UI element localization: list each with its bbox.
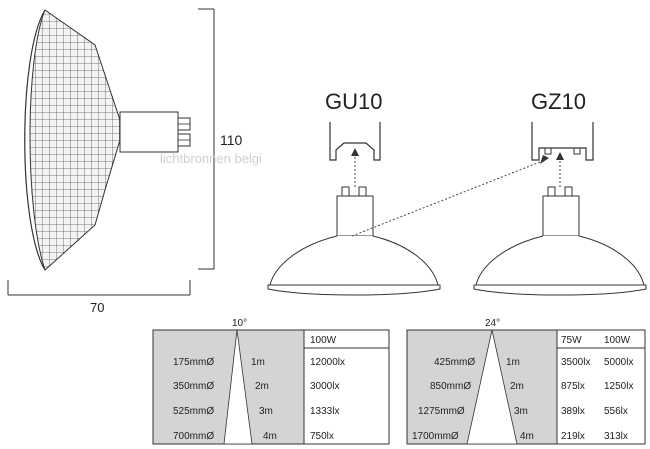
- lux-24-0-b: 5000lx: [604, 357, 633, 368]
- distance-10-3: 4m: [263, 431, 277, 442]
- distance-10-0: 1m: [251, 357, 265, 368]
- lux-10-1: 3000lx: [310, 381, 339, 392]
- distance-24-3: 4m: [520, 431, 534, 442]
- height-dimension: [198, 8, 215, 270]
- diameter-24-2: 1275mmØ: [418, 406, 465, 417]
- distance-10-1: 2m: [255, 381, 269, 392]
- width-dimension: [7, 280, 191, 296]
- lux-24-3-b: 313lx: [604, 431, 628, 442]
- gz10-socket-icon: [531, 122, 594, 161]
- header-10-0: 100W: [310, 335, 337, 346]
- angle-label-10: 10°: [232, 318, 247, 329]
- gu10-socket-icon: [329, 122, 381, 161]
- lux-24-2-b: 556lx: [604, 406, 628, 417]
- beam-table-10: 10° 100W 175mmØ 1m 12000lx 350mmØ 2m 300…: [152, 318, 390, 445]
- watermark: lichtbronnen belgi: [160, 151, 262, 166]
- lux-24-1-a: 875lx: [561, 381, 585, 392]
- gz10-lamp: [473, 186, 647, 296]
- distance-24-1: 2m: [510, 381, 524, 392]
- header-24-1: 100W: [604, 335, 631, 346]
- diameter-24-1: 850mmØ: [430, 381, 471, 392]
- gu10-lamp: [267, 186, 441, 296]
- side-view-lamp: [24, 9, 191, 271]
- height-label: 110: [220, 132, 243, 148]
- diameter-24-0: 425mmØ: [434, 357, 475, 368]
- distance-24-0: 1m: [506, 357, 520, 368]
- diameter-10-3: 700mmØ: [173, 431, 214, 442]
- diameter-24-3: 1700mmØ: [412, 431, 459, 442]
- gu10-label: GU10: [325, 89, 382, 114]
- gz10-label: GZ10: [531, 89, 586, 114]
- distance-10-2: 3m: [259, 406, 273, 417]
- diameter-10-2: 525mmØ: [173, 406, 214, 417]
- lux-24-3-a: 219lx: [561, 431, 585, 442]
- diameter-10-0: 175mmØ: [173, 357, 214, 368]
- lux-10-0: 12000lx: [310, 357, 345, 368]
- dotted-leaders: [351, 152, 561, 237]
- lux-24-0-a: 3500lx: [561, 357, 590, 368]
- lux-10-3: 750lx: [310, 431, 334, 442]
- distance-24-2: 3m: [514, 406, 528, 417]
- lux-10-2: 1333lx: [310, 406, 339, 417]
- beam-table-24: 24° 75W 100W 425mmØ 1m 3500lx 5000lx 850…: [406, 318, 646, 445]
- lux-24-2-a: 389lx: [561, 406, 585, 417]
- header-24-0: 75W: [561, 335, 582, 346]
- width-label: 70: [90, 300, 104, 315]
- arrow-heads: [351, 148, 564, 164]
- diameter-10-1: 350mmØ: [173, 381, 214, 392]
- angle-label-24: 24°: [485, 318, 500, 329]
- lux-24-1-b: 1250lx: [604, 381, 633, 392]
